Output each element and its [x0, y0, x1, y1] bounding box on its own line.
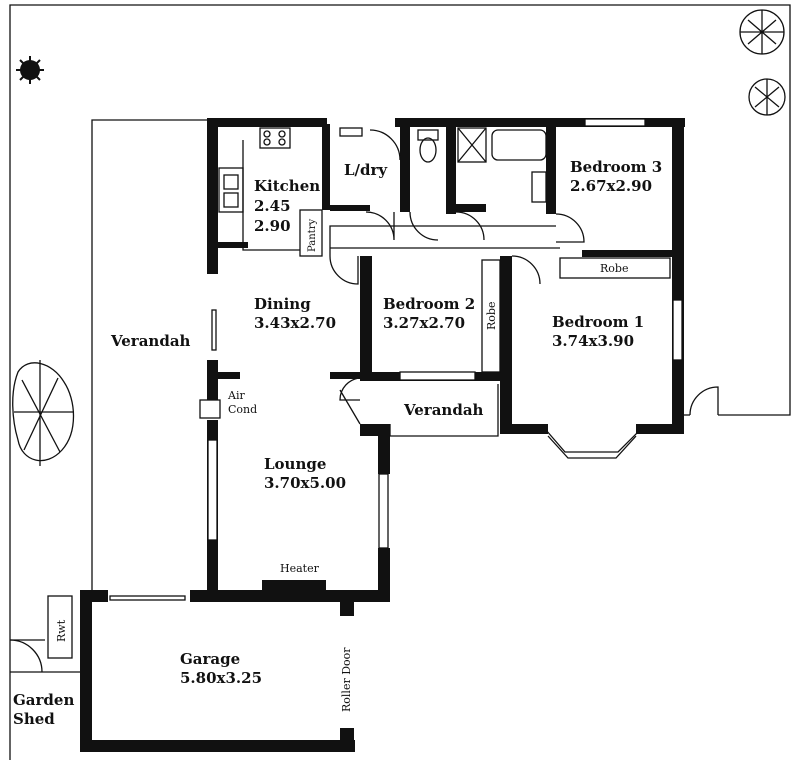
sink-icon	[218, 167, 244, 213]
bedroom3-label: Bedroom 3	[570, 158, 662, 176]
pantry-label: Pantry	[307, 219, 318, 252]
lounge-size: 3.70x5.00	[264, 474, 346, 492]
property-boundary	[9, 4, 791, 760]
house-walls	[80, 118, 685, 752]
bedroom1-label: Bedroom 1	[552, 313, 644, 331]
dining-size: 3.43x2.70	[254, 314, 336, 332]
ldry-label: L/dry	[344, 161, 388, 179]
verandah-west-label: Verandah	[110, 332, 191, 350]
rwt-tank	[47, 595, 73, 659]
bedroom2-size: 3.27x2.70	[383, 314, 465, 332]
toilet-icon	[417, 129, 439, 163]
windows	[109, 118, 683, 601]
robe-b1-outline	[559, 257, 671, 279]
dining-label: Dining	[254, 295, 311, 313]
aircond-label-2: Cond	[228, 403, 257, 416]
bedroom1-size: 3.74x3.90	[552, 332, 634, 350]
kitchen-label: Kitchen	[254, 177, 320, 195]
tree-icon	[739, 9, 785, 55]
kitchen-depth: 2.90	[254, 217, 291, 235]
garage-size: 5.80x3.25	[180, 669, 262, 687]
garden-shed-label-1: Garden	[13, 691, 74, 709]
shrub-icon	[16, 56, 44, 84]
bedroom3-size: 2.67x2.90	[570, 177, 652, 195]
garden-shed-label-2: Shed	[13, 710, 55, 728]
robe-b1-label: Robe	[600, 262, 628, 275]
bedroom2-label: Bedroom 2	[383, 295, 475, 313]
stove-icon	[259, 127, 291, 149]
verandah-outline	[91, 119, 210, 595]
aircond-label-1: Air	[227, 389, 245, 402]
bay-window	[545, 429, 641, 453]
roller-door-label: Roller Door	[340, 647, 353, 712]
heater-label: Heater	[280, 562, 320, 575]
aircond-unit	[199, 399, 221, 419]
bath-icon	[491, 129, 547, 161]
tree-icon	[748, 78, 786, 116]
shower-icon	[457, 127, 487, 163]
lounge-label: Lounge	[264, 455, 326, 473]
robe-b2-label: Robe	[485, 302, 498, 330]
rwt-label: Rwt	[55, 619, 68, 642]
door-swings	[329, 129, 585, 425]
garage-label: Garage	[180, 650, 240, 668]
verandah-front-label: Verandah	[403, 401, 484, 419]
kitchen-width: 2.45	[254, 197, 291, 215]
pantry-outline	[299, 209, 323, 257]
robe-b2-outline	[481, 259, 501, 373]
tree-icon	[12, 360, 75, 466]
basin-icon	[531, 171, 547, 203]
